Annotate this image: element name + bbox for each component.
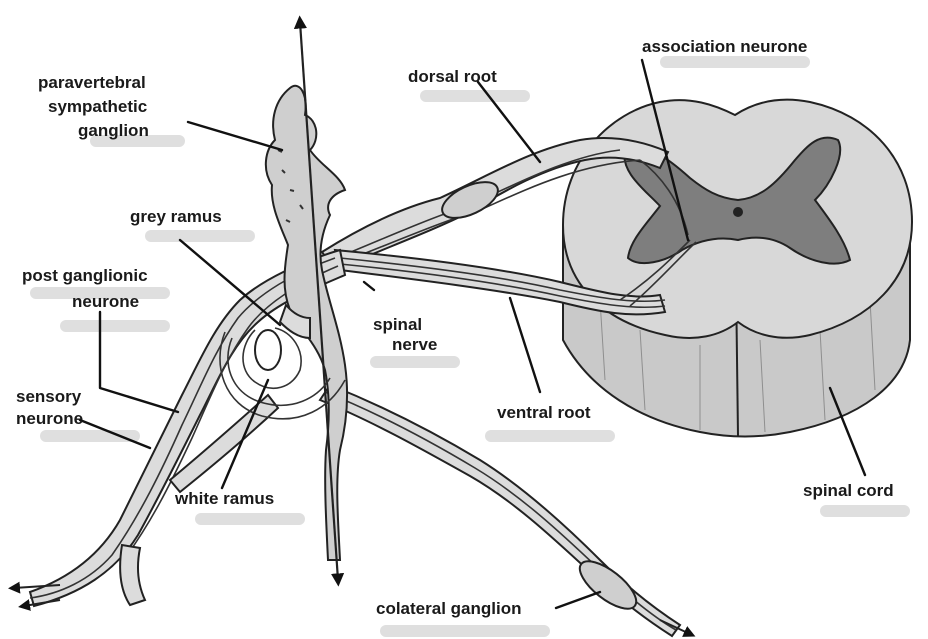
label-grey-ramus: grey ramus [130,207,222,226]
label-ventral-root: ventral root [497,403,591,422]
label-paravertebral-3: ganglion [78,121,149,140]
label-post-ganglionic-2: neurone [72,292,139,311]
label-association-neurone: association neurone [642,37,807,56]
label-white-ramus: white ramus [174,489,274,508]
label-paravertebral-2: sympathetic [48,97,147,116]
label-sensory-neurone-1: sensory [16,387,82,406]
label-dorsal-root: dorsal root [408,67,497,86]
label-colateral-ganglion: colateral ganglion [376,599,521,618]
label-post-ganglionic-1: post ganglionic [22,266,148,285]
label-spinal-nerve-1: spinal [373,315,422,334]
label-spinal-cord: spinal cord [803,481,894,500]
label-paravertebral-1: paravertebral [38,73,146,92]
label-spinal-nerve-2: nerve [392,335,437,354]
label-sensory-neurone-2: neurone [16,409,83,428]
